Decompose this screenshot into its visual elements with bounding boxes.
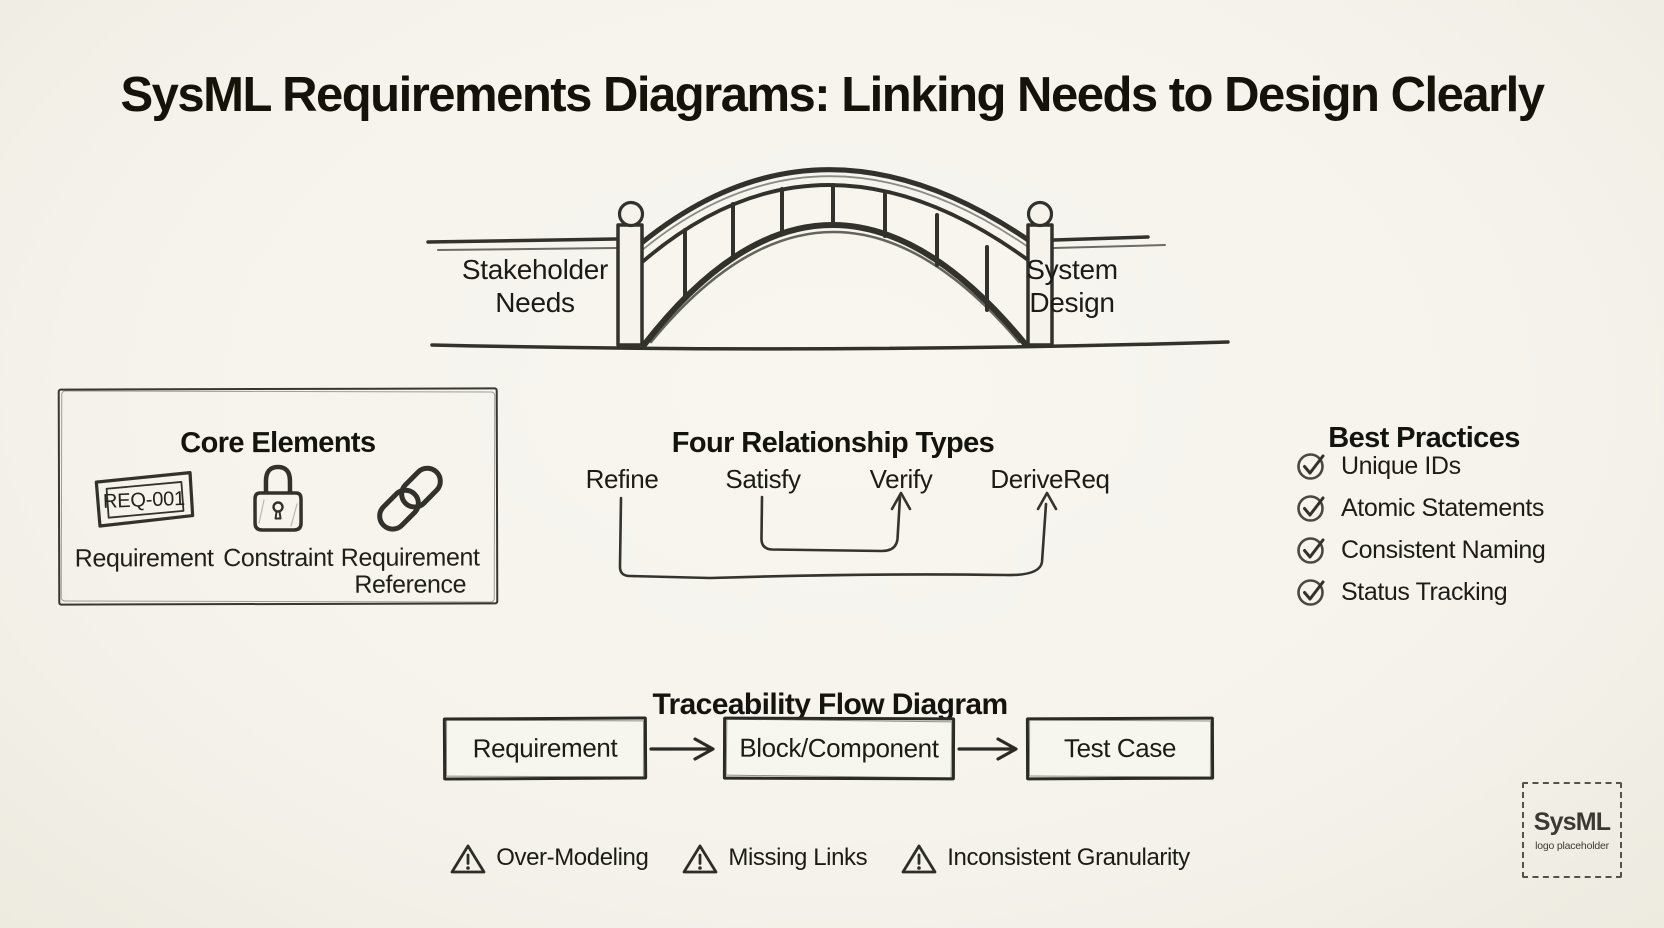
core-item-requirement: REQ-001 Requirement xyxy=(69,458,219,573)
page-title: SysML Requirements Diagrams: Linking Nee… xyxy=(120,67,1545,122)
warning-triangle-icon xyxy=(683,844,718,873)
refine-to-derivereq-arrowhead xyxy=(1036,491,1058,511)
check-circle-icon xyxy=(1297,453,1325,480)
core-item-constraint: Constraint xyxy=(218,458,338,572)
satisfy-to-verify-arrow xyxy=(760,495,902,553)
traceability-title: Traceability Flow Diagram xyxy=(652,687,1008,721)
pitfall-label: Inconsistent Granularity xyxy=(947,844,1190,871)
best-practices-title: Best Practices xyxy=(1328,422,1520,455)
relationships-title: Four Relationship Types xyxy=(671,427,995,460)
bridge-right-finial xyxy=(1026,200,1054,228)
bridge-left-finial xyxy=(617,200,645,228)
best-practice-item: Unique IDs xyxy=(1296,450,1545,482)
check-circle-icon xyxy=(1297,579,1325,606)
flow-node-label: Block/Component xyxy=(739,732,939,764)
core-item-label: Requirement xyxy=(74,544,214,573)
core-elements-panel: Core Elements REQ-001 Requirement xyxy=(57,387,499,606)
pitfall-over-modeling: Over-Modeling xyxy=(450,842,649,875)
best-practice-label: Atomic Statements xyxy=(1341,493,1545,522)
bridge-ground-line xyxy=(430,340,1230,351)
pitfall-inconsistent-granularity: Inconsistent Granularity xyxy=(901,842,1190,875)
check-circle-icon xyxy=(1297,495,1325,522)
core-item-label: Requirement Reference xyxy=(340,543,480,599)
warning-triangle-icon xyxy=(901,844,937,873)
satisfy-to-verify-arrowhead xyxy=(890,491,912,511)
requirement-tag-text: REQ-001 xyxy=(103,488,186,513)
best-practice-item: Status Tracking xyxy=(1296,576,1545,608)
requirement-tag-icon: REQ-001 xyxy=(94,471,195,528)
pitfall-label: Over-Modeling xyxy=(496,844,649,871)
flow-node-test-case: Test Case xyxy=(1025,716,1215,781)
bridge-deck-arch-inner xyxy=(649,230,1021,344)
bridge-handrail-bottom xyxy=(638,183,1030,266)
bridge-balusters xyxy=(683,183,989,312)
refine-to-derivereq-arrow xyxy=(618,496,1048,580)
check-circle-icon xyxy=(1297,537,1325,564)
flow-node-label: Requirement xyxy=(472,732,618,764)
relationship-refine: Refine xyxy=(585,464,659,494)
logo-caption: logo placeholder xyxy=(1535,840,1609,852)
padlock-icon xyxy=(253,464,303,532)
logo-name: SysML xyxy=(1533,808,1611,836)
flow-arrow-icon xyxy=(957,737,1018,761)
pitfall-missing-links: Missing Links xyxy=(682,842,868,875)
best-practice-label: Status Tracking xyxy=(1341,577,1508,606)
flow-node-requirement: Requirement xyxy=(442,716,648,781)
relationship-verify: Verify xyxy=(869,464,933,494)
pitfall-label: Missing Links xyxy=(728,844,868,871)
best-practice-item: Atomic Statements xyxy=(1296,492,1545,524)
chain-link-icon xyxy=(377,465,443,532)
core-elements-title: Core Elements xyxy=(180,426,376,460)
bridge-handrail-top xyxy=(629,167,1037,254)
relationship-derivereq: DeriveReq xyxy=(990,464,1110,494)
flow-node-block-component: Block/Component xyxy=(722,716,956,781)
core-item-requirement-reference: Requirement Reference xyxy=(330,457,490,599)
bridge-horizon-lines xyxy=(426,235,1166,251)
bridge-label-stakeholder-needs: Stakeholder Needs xyxy=(461,254,609,318)
best-practice-item: Consistent Naming xyxy=(1296,534,1546,566)
best-practice-label: Consistent Naming xyxy=(1341,535,1546,564)
pitfalls-row: Over-Modeling Missing Links Inconsistent… xyxy=(420,833,1220,883)
best-practices-list: Unique IDs Atomic Statements Consistent … xyxy=(1296,450,1546,608)
bridge-handrail-top-sketch xyxy=(634,175,1032,257)
core-item-label: Constraint xyxy=(223,543,334,573)
bridge-label-system-design: System Design xyxy=(1026,254,1118,318)
logo-placeholder: SysML logo placeholder xyxy=(1522,782,1622,878)
bridge-left-post xyxy=(616,223,644,347)
bridge-illustration xyxy=(426,167,1230,351)
relationship-arrows xyxy=(618,491,1058,580)
best-practice-label: Unique IDs xyxy=(1341,451,1461,480)
flow-arrow-icon xyxy=(649,737,715,761)
relationship-satisfy: Satisfy xyxy=(725,464,801,494)
warning-triangle-icon xyxy=(450,844,486,873)
flow-node-label: Test Case xyxy=(1063,732,1177,764)
